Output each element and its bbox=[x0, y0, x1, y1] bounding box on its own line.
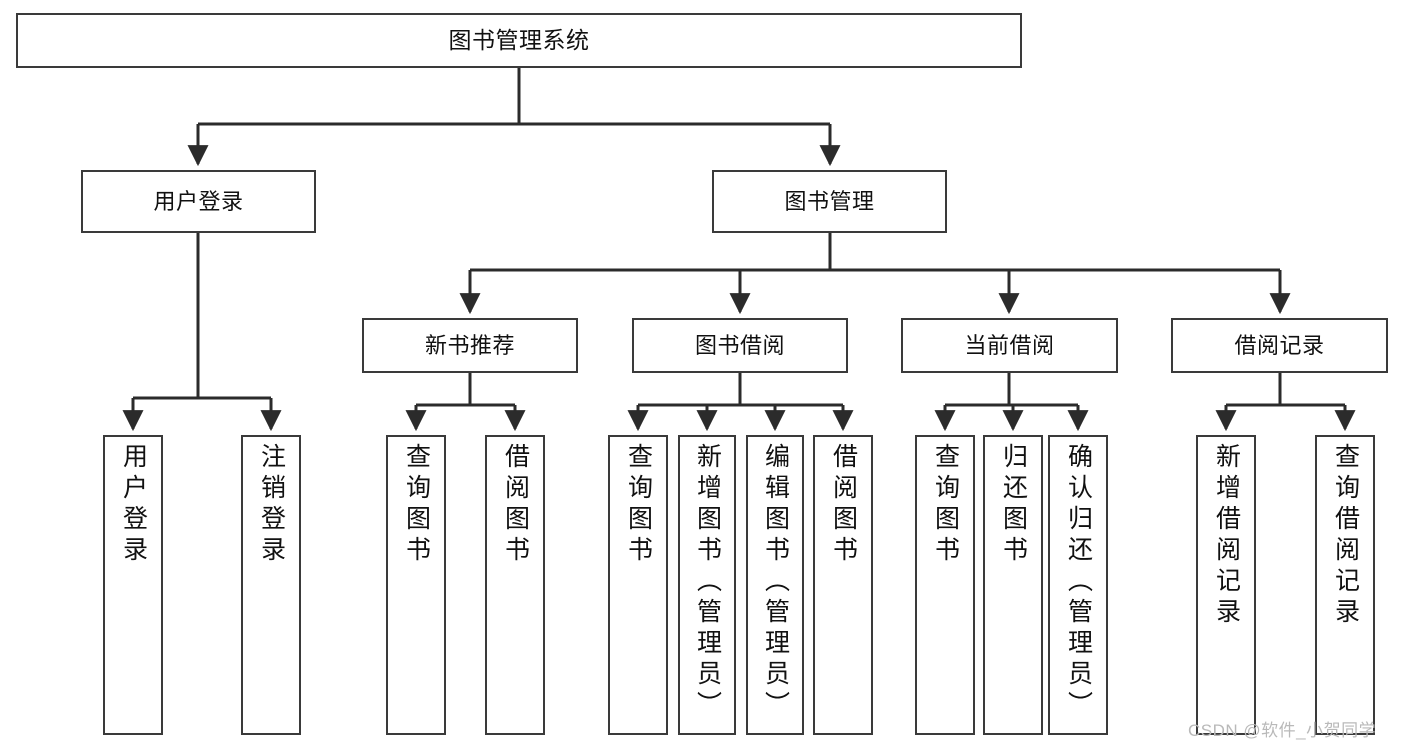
node-leaf-return-book[interactable]: 归还图书 bbox=[983, 435, 1043, 735]
node-book-borrow[interactable]: 图书借阅 bbox=[632, 318, 848, 373]
node-new-book-rec-label: 新书推荐 bbox=[424, 332, 515, 358]
node-leaf-edit-book-admin-label: 编辑图书（管理员） bbox=[761, 443, 790, 722]
node-leaf-query-record-label: 查询借阅记录 bbox=[1331, 443, 1360, 629]
node-leaf-user-logout-label: 注销登录 bbox=[257, 443, 286, 567]
node-root-label: 图书管理系统 bbox=[448, 27, 590, 54]
node-leaf-user-logout[interactable]: 注销登录 bbox=[241, 435, 301, 735]
node-leaf-edit-book-admin[interactable]: 编辑图书（管理员） bbox=[746, 435, 804, 735]
node-leaf-borrow-book-2[interactable]: 借阅图书 bbox=[813, 435, 873, 735]
node-leaf-confirm-return-admin-label: 确认归还（管理员） bbox=[1064, 443, 1093, 722]
node-leaf-confirm-return-admin[interactable]: 确认归还（管理员） bbox=[1048, 435, 1108, 735]
node-book-borrow-label: 图书借阅 bbox=[694, 332, 785, 358]
node-leaf-add-book-admin[interactable]: 新增图书（管理员） bbox=[678, 435, 736, 735]
node-leaf-query-record[interactable]: 查询借阅记录 bbox=[1315, 435, 1375, 735]
node-current-borrow[interactable]: 当前借阅 bbox=[901, 318, 1118, 373]
node-user-login[interactable]: 用户登录 bbox=[81, 170, 316, 233]
node-leaf-query-book-1[interactable]: 查询图书 bbox=[386, 435, 446, 735]
node-borrow-record-label: 借阅记录 bbox=[1234, 332, 1325, 358]
node-book-manage-label: 图书管理 bbox=[784, 188, 875, 214]
node-leaf-query-book-2-label: 查询图书 bbox=[624, 443, 653, 567]
node-leaf-borrow-book-1-label: 借阅图书 bbox=[501, 443, 530, 567]
node-book-manage[interactable]: 图书管理 bbox=[712, 170, 947, 233]
node-leaf-query-book-2[interactable]: 查询图书 bbox=[608, 435, 668, 735]
watermark: CSDN @软件_小贺同学 bbox=[1188, 721, 1377, 740]
node-borrow-record[interactable]: 借阅记录 bbox=[1171, 318, 1388, 373]
node-current-borrow-label: 当前借阅 bbox=[964, 332, 1055, 358]
node-leaf-add-book-admin-label: 新增图书（管理员） bbox=[693, 443, 722, 722]
node-leaf-user-login[interactable]: 用户登录 bbox=[103, 435, 163, 735]
node-leaf-query-book-1-label: 查询图书 bbox=[402, 443, 431, 567]
node-user-login-label: 用户登录 bbox=[153, 188, 244, 214]
node-root[interactable]: 图书管理系统 bbox=[16, 13, 1022, 68]
node-leaf-add-record-label: 新增借阅记录 bbox=[1212, 443, 1241, 629]
node-leaf-user-login-label: 用户登录 bbox=[119, 443, 148, 567]
node-leaf-return-book-label: 归还图书 bbox=[999, 443, 1028, 567]
node-leaf-borrow-book-1[interactable]: 借阅图书 bbox=[485, 435, 545, 735]
node-leaf-query-book-3-label: 查询图书 bbox=[931, 443, 960, 567]
node-new-book-rec[interactable]: 新书推荐 bbox=[362, 318, 578, 373]
node-leaf-query-book-3[interactable]: 查询图书 bbox=[915, 435, 975, 735]
node-leaf-borrow-book-2-label: 借阅图书 bbox=[829, 443, 858, 567]
node-leaf-add-record[interactable]: 新增借阅记录 bbox=[1196, 435, 1256, 735]
